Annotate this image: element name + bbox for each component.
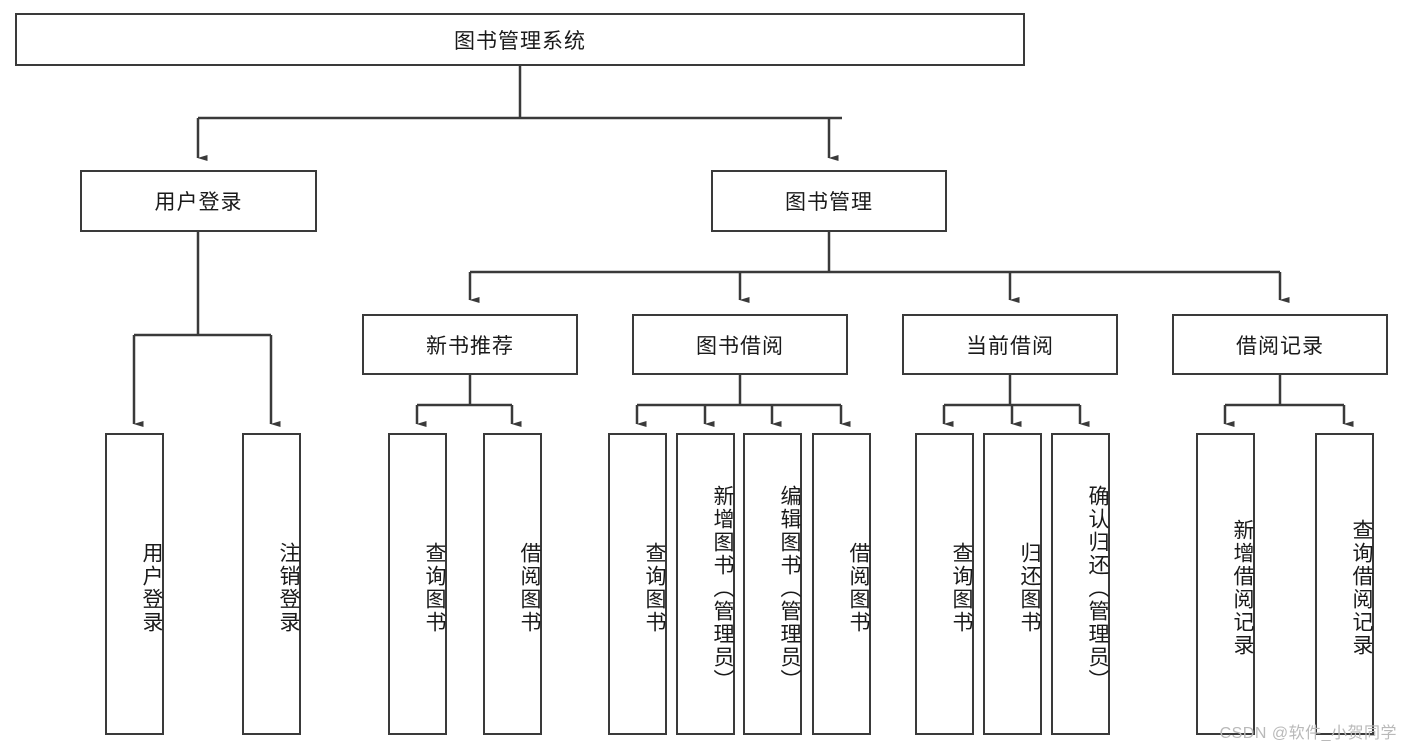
leaf-record-add-record[interactable]: 新增借阅记录 xyxy=(1196,433,1255,735)
node-label: 新增图书（管理员） xyxy=(711,484,734,692)
node-label: 归还图书 xyxy=(1018,542,1041,634)
leaf-borrow-borrow-book[interactable]: 借阅图书 xyxy=(812,433,871,735)
node-current-borrow[interactable]: 当前借阅 xyxy=(902,314,1118,375)
node-book-borrow[interactable]: 图书借阅 xyxy=(632,314,848,375)
node-label: 查询图书 xyxy=(950,542,973,634)
leaf-recommend-borrow-book[interactable]: 借阅图书 xyxy=(483,433,542,735)
node-label: 注销登录 xyxy=(277,542,300,634)
node-label: 新增借阅记录 xyxy=(1231,519,1254,657)
node-label: 编辑图书（管理员） xyxy=(778,484,801,692)
node-label: 借阅记录 xyxy=(1236,334,1324,358)
node-label: 借阅图书 xyxy=(518,542,541,634)
node-label: 查询图书 xyxy=(423,542,446,634)
leaf-record-query-record[interactable]: 查询借阅记录 xyxy=(1315,433,1374,735)
csdn-watermark: CSDN @软件_小贺同学 xyxy=(1219,725,1397,742)
node-label: 确认归还（管理员） xyxy=(1086,484,1109,692)
node-label: 查询借阅记录 xyxy=(1350,519,1373,657)
leaf-user-login-signin[interactable]: 用户登录 xyxy=(105,433,164,735)
leaf-current-return-book[interactable]: 归还图书 xyxy=(983,433,1042,735)
node-label: 用户登录 xyxy=(140,542,163,634)
leaf-current-confirm-return-admin[interactable]: 确认归还（管理员） xyxy=(1051,433,1110,735)
node-label: 用户登录 xyxy=(154,191,243,214)
node-root-book-management-system[interactable]: 图书管理系统 xyxy=(15,13,1025,66)
node-borrow-record[interactable]: 借阅记录 xyxy=(1172,314,1388,375)
leaf-borrow-edit-book-admin[interactable]: 编辑图书（管理员） xyxy=(743,433,802,735)
node-label: 查询图书 xyxy=(643,542,666,634)
node-new-book-recommend[interactable]: 新书推荐 xyxy=(362,314,578,375)
leaf-borrow-query-book[interactable]: 查询图书 xyxy=(608,433,667,735)
node-user-login[interactable]: 用户登录 xyxy=(80,170,317,232)
node-label: 新书推荐 xyxy=(426,334,514,358)
node-label: 图书借阅 xyxy=(696,334,784,358)
node-label: 当前借阅 xyxy=(966,334,1054,358)
node-label: 借阅图书 xyxy=(847,542,870,634)
node-label: 图书管理系统 xyxy=(454,29,586,53)
leaf-current-query-book[interactable]: 查询图书 xyxy=(915,433,974,735)
node-book-management[interactable]: 图书管理 xyxy=(711,170,947,232)
leaf-user-login-signout[interactable]: 注销登录 xyxy=(242,433,301,735)
leaf-recommend-query-book[interactable]: 查询图书 xyxy=(388,433,447,735)
node-label: 图书管理 xyxy=(785,191,873,214)
leaf-borrow-add-book-admin[interactable]: 新增图书（管理员） xyxy=(676,433,735,735)
